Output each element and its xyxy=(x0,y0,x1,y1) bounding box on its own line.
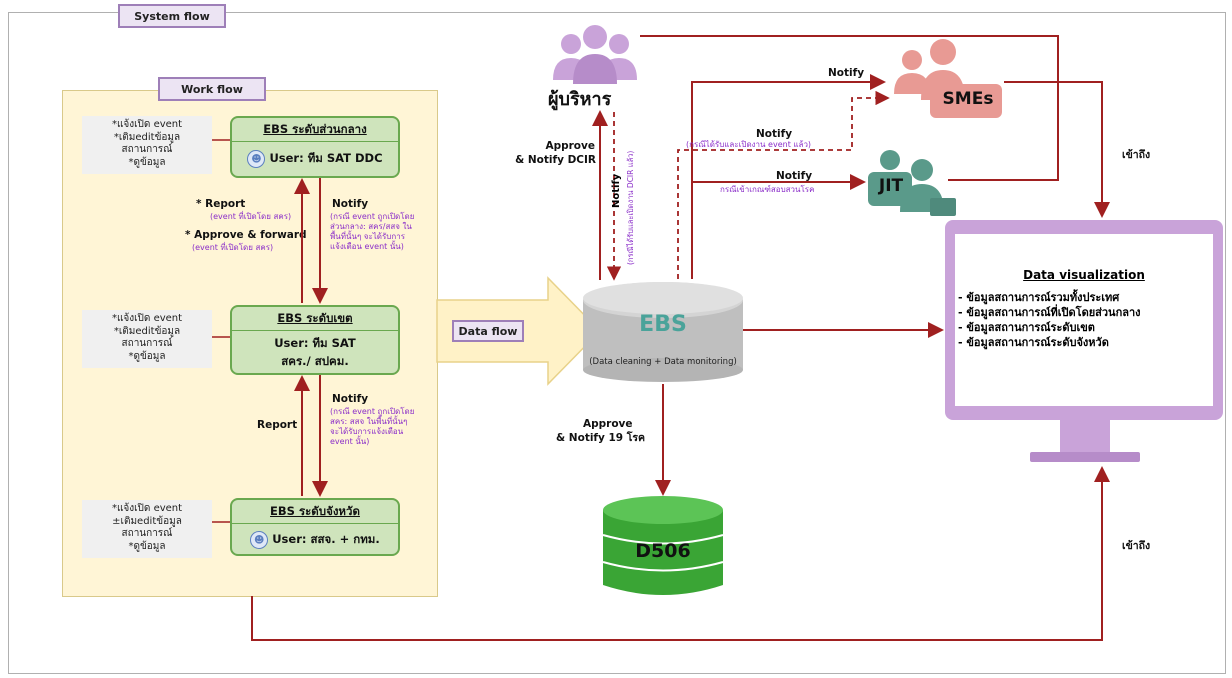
user-icon: ☻ xyxy=(250,531,269,549)
system-flow-tag: System flow xyxy=(118,4,226,28)
ebs-region-title: EBS ระดับเขต xyxy=(232,307,398,331)
ebs-central-box: EBS ระดับส่วนกลาง ☻ User: ทีม SAT DDC xyxy=(230,116,400,178)
ebs-central-user: User: ทีม SAT DDC xyxy=(269,151,383,165)
data-visualization-title: Data visualization xyxy=(1023,268,1145,282)
ebs-province-user: User: สสจ. + กทม. xyxy=(272,532,380,546)
approve-19-label: Approve xyxy=(583,418,633,430)
user-icon: ☻ xyxy=(247,150,266,168)
approve-dcir-label-2: & Notify DCIR xyxy=(515,154,596,166)
level3-notes: *แจ้งเปิด event±เติมeditข้อมูลสถานการณ์*… xyxy=(82,500,212,558)
smes-label: SMEs xyxy=(942,89,994,109)
smes-to-monitor-arrow xyxy=(1004,81,1110,218)
dv-item: - ข้อมูลสถานการณ์ระดับเขต xyxy=(958,321,1095,334)
notify-jit-sub: กรณีเข้าเกณฑ์สอบสวนโรค xyxy=(720,185,815,194)
system-frame xyxy=(8,12,1226,674)
d506-database xyxy=(602,496,724,595)
workflow-to-monitor-arrow xyxy=(251,466,1110,641)
level1-notes: *แจ้งเปิด event*เติมeditข้อมูลสถานการณ์*… xyxy=(82,116,212,174)
ebs-province-box: EBS ระดับจังหวัด ☻ User: สสจ. + กทม. xyxy=(230,498,400,556)
notify-smes-dashed-arrow xyxy=(677,90,890,279)
executive-icon xyxy=(553,25,637,84)
ebs-region-box: EBS ระดับเขต User: ทีม SAT สคร./ สปคม. xyxy=(230,305,400,375)
report2-label: Report xyxy=(257,419,298,431)
monitor-icon xyxy=(945,220,1223,462)
ebs-province-title: EBS ระดับจังหวัด xyxy=(232,500,398,524)
ebs-region-user: User: ทีม SAT xyxy=(274,336,356,350)
ebs-region-user2: สคร./ สปคม. xyxy=(281,354,349,368)
data-flow-tag: Data flow xyxy=(452,320,524,342)
executive-label: ผู้บริหาร xyxy=(548,89,612,110)
notify-exec-sub: (กรณีได้รับและเปิดงาน DCIR แล้ว) xyxy=(626,150,635,265)
approve-forward-label: * Approve & forward xyxy=(185,229,307,241)
notify2-sub: (กรณี event ถูกเปิดโดยสคร: สสจ ในพื้นที่… xyxy=(330,407,415,446)
ebs-central-title: EBS ระดับส่วนกลาง xyxy=(232,118,398,142)
approve-forward-sub: (event ที่เปิดโดย สคร) xyxy=(192,243,274,252)
ebs-db-label: EBS xyxy=(639,312,687,337)
level2-notes: *แจ้งเปิด event*เติมeditข้อมูลสถานการณ์*… xyxy=(82,310,212,368)
dv-item: - ข้อมูลสถานการณ์ที่เปิดโดยส่วนกลาง xyxy=(958,306,1141,319)
notify-smes-dashed-sub: (กรณีได้รับและเปิดงาน event แล้ว) xyxy=(686,140,812,149)
notify2-label: Notify xyxy=(332,393,369,405)
notify-jit-label: Notify xyxy=(776,170,813,182)
dv-item: - ข้อมูลสถานการณ์รวมทั้งประเทศ xyxy=(958,291,1120,304)
access-bottom-label: เข้าถึง xyxy=(1122,540,1151,552)
notify-exec-rotated: Notify xyxy=(611,173,622,208)
approve-19-label-2: & Notify 19 โรค xyxy=(556,432,646,444)
report1-sub: (event ที่เปิดโดย สคร) xyxy=(210,212,292,221)
jit-icon xyxy=(868,150,956,216)
d506-label: D506 xyxy=(635,540,691,562)
notify-smes-solid-arrow xyxy=(691,74,886,279)
ebs-db-sub: (Data cleaning + Data monitoring) xyxy=(589,357,737,367)
notify-smes-dashed-label: Notify xyxy=(756,128,793,140)
jit-label: JIT xyxy=(878,176,904,196)
report1-label: * Report xyxy=(196,198,246,210)
notify1-sub: (กรณี event ถูกเปิดโดยส่วนกลาง: สคร/สสจ … xyxy=(330,212,415,251)
access-top-label: เข้าถึง xyxy=(1122,149,1151,161)
smes-icon xyxy=(894,39,1002,118)
exec-to-jit-line xyxy=(640,35,1059,181)
work-flow-tag: Work flow xyxy=(158,77,266,101)
notify1-label: Notify xyxy=(332,198,369,210)
dv-item: - ข้อมูลสถานการณ์ระดับจังหวัด xyxy=(958,336,1109,349)
approve-dcir-label: Approve xyxy=(545,140,595,152)
data-visualization-panel: Data visualization - ข้อมูลสถานการณ์รวมท… xyxy=(958,268,1210,350)
notify-smes-top-label: Notify xyxy=(828,67,865,79)
ebs-database xyxy=(583,282,743,382)
